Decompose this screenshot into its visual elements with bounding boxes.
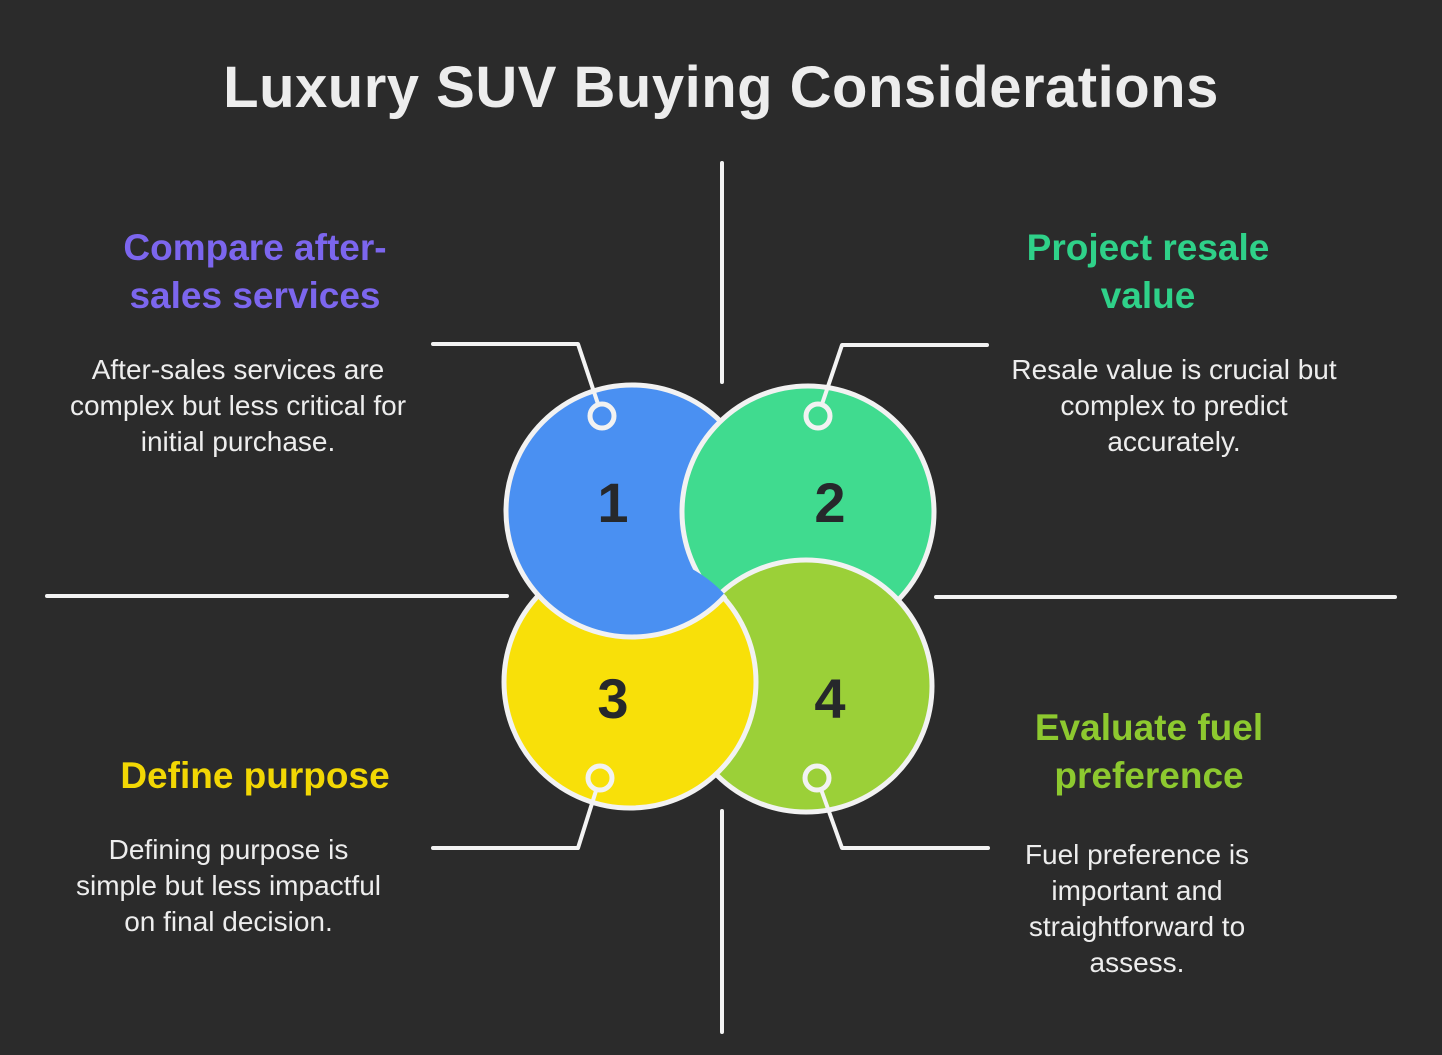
- quadrant-bottom-right-description: Fuel preference is important and straigh…: [1024, 839, 1250, 978]
- connector-line-3: [431, 776, 602, 850]
- quadrant-top-left-description: After-sales services are complex but les…: [69, 354, 407, 457]
- connector-ring-1: [587, 401, 617, 431]
- connector-line-1: [431, 342, 604, 418]
- quadrant-bottom-right-heading: Evaluate fuel preference: [1034, 707, 1264, 796]
- quadrant-bottom-left-description: Defining purpose is simple but less impa…: [75, 834, 381, 937]
- quadrant-top-left-heading: Compare after-sales services: [123, 227, 387, 316]
- quadrant-top-right-heading: Project resale value: [1026, 227, 1270, 316]
- circle-1-overlap: [503, 553, 759, 640]
- connector-line-4: [815, 776, 990, 850]
- connector-ring-2: [803, 401, 833, 431]
- circle-1-number: 1: [597, 471, 628, 534]
- quadrant-bottom-left-heading: Define purpose: [120, 755, 390, 796]
- connector-ring-4: [802, 763, 832, 793]
- circle-2-number: 2: [814, 471, 845, 534]
- circle-group: [501, 382, 937, 815]
- connector-line-2: [816, 343, 989, 418]
- connector-ring-3: [585, 763, 615, 793]
- circle-3-number: 3: [597, 667, 628, 730]
- divider-lines: [45, 161, 1397, 1034]
- circle-numbers: 1 2 3 4: [597, 471, 845, 730]
- page-title: Luxury SUV Buying Considerations: [223, 55, 1219, 120]
- connector-rings: [585, 401, 833, 793]
- quadrant-top-right-description: Resale value is crucial but complex to p…: [1011, 354, 1337, 457]
- circle-4-number: 4: [814, 667, 845, 730]
- connector-lines: [431, 342, 990, 850]
